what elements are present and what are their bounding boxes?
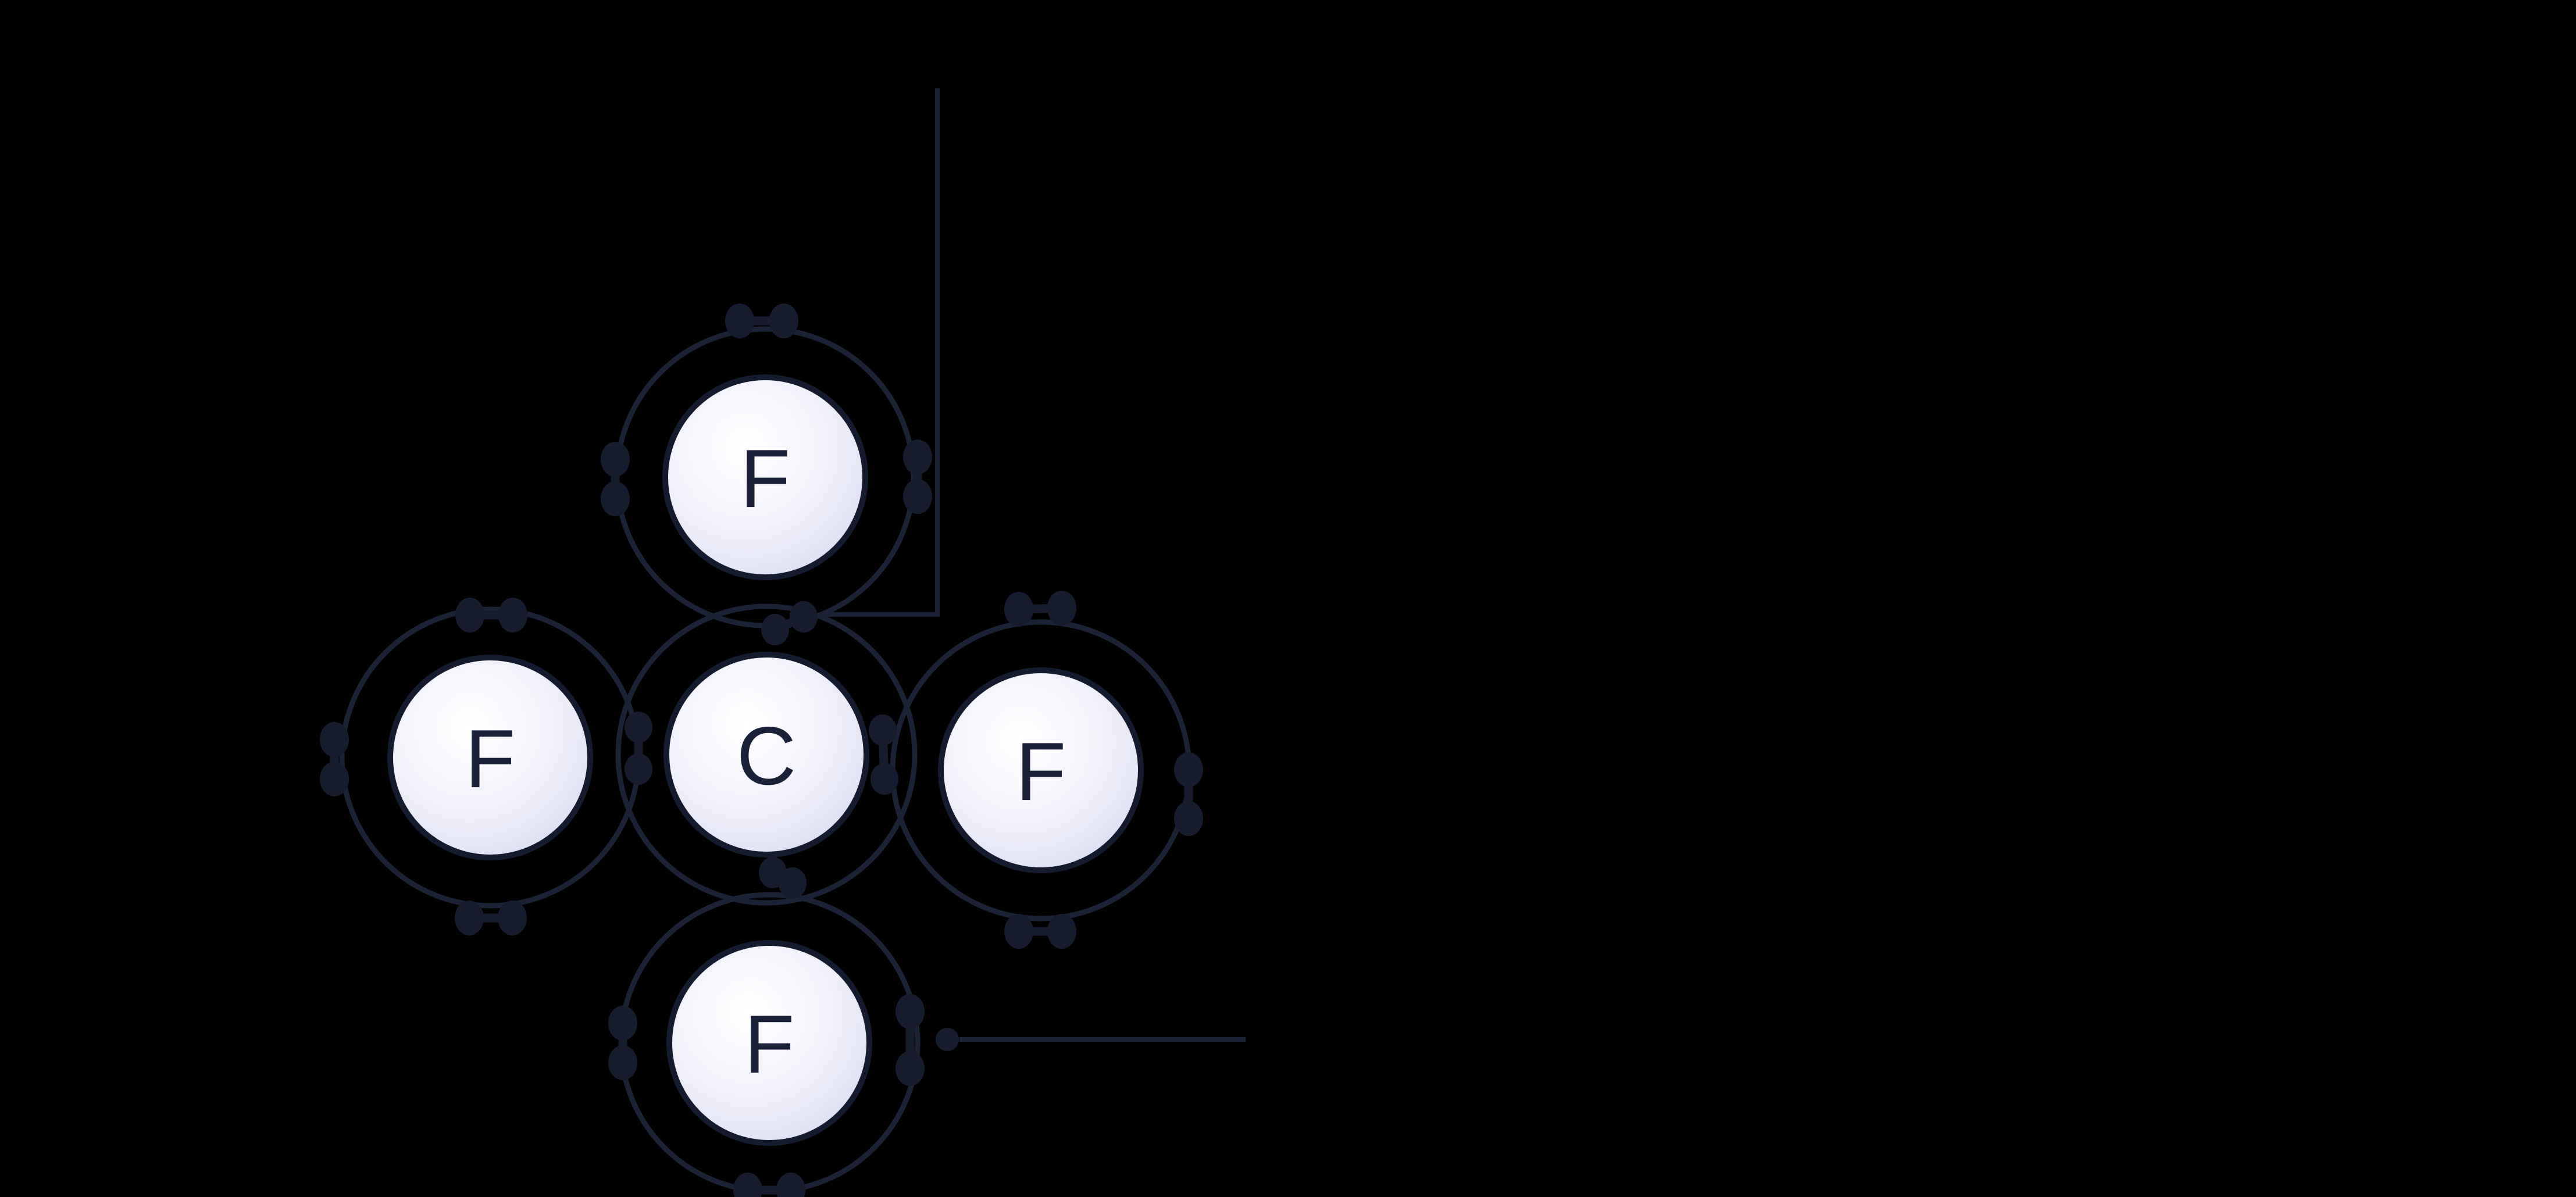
atom-body-fluorine-right xyxy=(938,667,1144,873)
atom-label-fluorine-right: F xyxy=(1016,726,1066,818)
electron-dot xyxy=(903,479,932,514)
callout-anchor-dot xyxy=(936,1028,959,1051)
lone-pair-fluorine-top-outer xyxy=(725,303,798,338)
electron-dot xyxy=(779,867,807,899)
lone-pair-fluorine-right-outer xyxy=(1174,752,1203,836)
electron-dot xyxy=(1004,592,1033,627)
electron-dot xyxy=(608,1006,637,1041)
lone-pair-fluorine-top-left xyxy=(601,442,630,516)
electron-dot xyxy=(733,1173,762,1197)
electron-shell-carbon-center xyxy=(615,603,918,906)
callout-elbow-line xyxy=(821,88,940,617)
electron-dot xyxy=(895,994,925,1029)
bonding-pair-bond-carbon-fluorine-bottom xyxy=(759,857,807,899)
electron-dot xyxy=(601,442,630,477)
atom-carbon-center: C xyxy=(663,652,869,857)
callout-to-lone-pair xyxy=(936,1028,1246,1051)
electron-dot xyxy=(725,303,754,338)
lone-pair-fluorine-left-lower xyxy=(455,901,527,935)
lone-pair-fluorine-right-lower xyxy=(1004,914,1076,949)
atom-label-carbon-center: C xyxy=(737,710,797,802)
atom-body-fluorine-bottom xyxy=(666,940,872,1146)
electron-dot xyxy=(776,1173,805,1197)
electron-dot xyxy=(608,1045,637,1080)
atom-fluorine-right: F xyxy=(938,667,1144,873)
atom-body-fluorine-left xyxy=(387,655,593,860)
electron-dot xyxy=(1047,914,1076,949)
bonding-pair-bond-carbon-fluorine-left xyxy=(625,712,652,785)
electron-dot xyxy=(870,763,898,795)
electron-dot xyxy=(761,614,789,645)
atom-fluorine-bottom: F xyxy=(666,940,872,1146)
electron-dot xyxy=(769,303,798,338)
electron-dot xyxy=(625,712,652,743)
atom-body-carbon-center xyxy=(663,652,869,857)
electron-dot xyxy=(455,598,484,633)
electron-dot xyxy=(1047,591,1076,626)
electron-dot xyxy=(1174,752,1203,787)
atom-body-fluorine-top xyxy=(662,374,868,580)
atom-fluorine-top: F xyxy=(662,374,868,580)
electron-dot xyxy=(320,762,349,796)
bonding-pair-bond-carbon-fluorine-top xyxy=(761,601,818,645)
lone-pair-fluorine-bottom-right xyxy=(895,994,925,1086)
electron-dot xyxy=(895,1051,925,1086)
lone-pair-fluorine-left-upper xyxy=(455,598,527,633)
lone-pair-fluorine-bottom-outer xyxy=(733,1173,805,1197)
electron-dot xyxy=(498,901,527,935)
electron-dot xyxy=(320,722,349,757)
lone-pair-fluorine-bottom-left xyxy=(608,1006,637,1080)
electron-dot xyxy=(601,481,630,516)
electron-dot xyxy=(1004,914,1033,949)
electron-dot xyxy=(455,901,484,935)
lone-pair-fluorine-top-right xyxy=(903,440,932,514)
callout-to-bonding-pair xyxy=(821,88,940,617)
electron-dot xyxy=(1174,801,1203,836)
electron-dot xyxy=(790,601,818,633)
lone-pair-fluorine-left-outer xyxy=(320,722,349,796)
lone-pair-fluorine-right-upper xyxy=(1004,591,1076,627)
electron-dot xyxy=(625,753,652,785)
atom-label-fluorine-left: F xyxy=(465,713,516,805)
electron-dot xyxy=(869,714,897,746)
atom-label-fluorine-top: F xyxy=(740,433,791,525)
electron-dot xyxy=(903,440,932,474)
atom-fluorine-left: F xyxy=(387,655,593,860)
bonding-pair-bond-carbon-fluorine-right xyxy=(869,714,898,795)
atom-label-fluorine-bottom: F xyxy=(744,998,795,1091)
electron-dot xyxy=(498,598,527,633)
